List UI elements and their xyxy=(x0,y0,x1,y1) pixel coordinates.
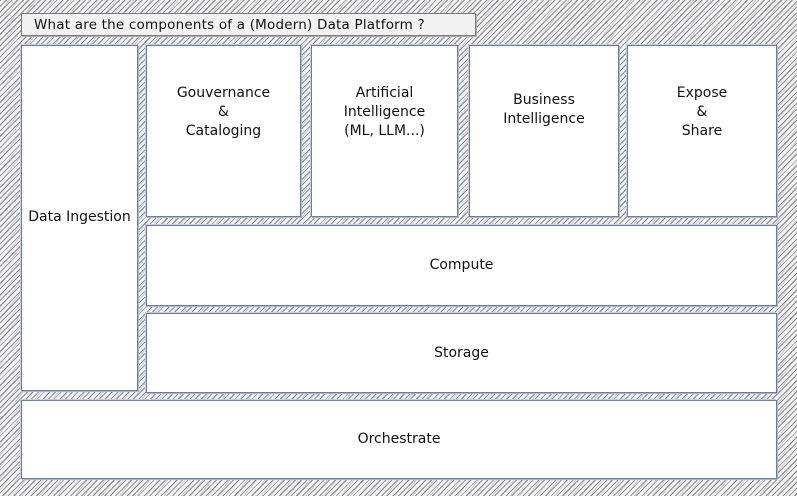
diagram-title-text: What are the components of a (Modern) Da… xyxy=(34,16,425,33)
business-intelligence-box: Business Intelligence xyxy=(469,45,619,217)
data-ingestion-box: Data Ingestion xyxy=(21,45,138,391)
data-ingestion-label: Data Ingestion xyxy=(28,208,131,225)
storage-box: Storage xyxy=(146,313,777,393)
expose-share-box: Expose & Share xyxy=(627,45,777,217)
compute-box: Compute xyxy=(146,225,777,306)
artificial-intelligence-label: Artificial Intelligence (ML, LLM...) xyxy=(343,84,426,139)
governance-cataloging-label: Gouvernance & Cataloging xyxy=(176,84,271,139)
artificial-intelligence-box: Artificial Intelligence (ML, LLM...) xyxy=(311,45,458,217)
expose-share-label: Expose & Share xyxy=(676,85,728,139)
diagram-title: What are the components of a (Modern) Da… xyxy=(21,13,476,36)
orchestrate-box: Orchestrate xyxy=(21,400,777,479)
orchestrate-label: Orchestrate xyxy=(357,431,441,447)
governance-cataloging-box: Gouvernance & Cataloging xyxy=(146,45,301,217)
business-intelligence-label: Business Intelligence xyxy=(503,91,585,127)
compute-label: Compute xyxy=(429,257,494,273)
storage-label: Storage xyxy=(434,344,489,361)
